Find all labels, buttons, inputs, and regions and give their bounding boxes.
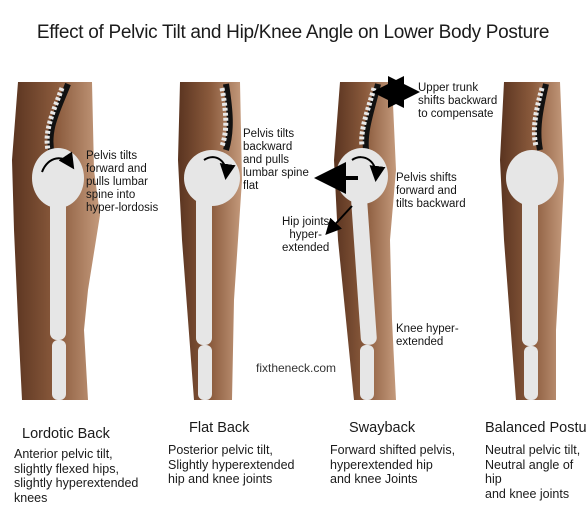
heading-lordotic-back: Lordotic Back xyxy=(22,426,110,442)
annotation-knee: Knee hyper- extended xyxy=(396,323,459,349)
tibia xyxy=(360,345,374,400)
figure-lordotic-back xyxy=(12,82,100,400)
pelvis xyxy=(32,148,84,208)
femur xyxy=(196,195,212,345)
figure-flat-back xyxy=(178,82,242,400)
heading-swayback: Swayback xyxy=(349,420,415,436)
desc-swayback: Forward shifted pelvis, hyperextended hi… xyxy=(330,443,455,487)
desc-balanced-posture: Neutral pelvic tilt, Neutral angle of hi… xyxy=(485,443,586,501)
tibia xyxy=(52,340,66,400)
femur xyxy=(50,200,66,340)
annotation-trunk-shift: Upper trunk shifts backward to compensat… xyxy=(418,82,497,121)
annotation-flat-pelvis: Pelvis tilts backward and pulls lumbar s… xyxy=(243,128,309,193)
desc-flat-back: Posterior pelvic tilt, Slightly hyperext… xyxy=(168,443,294,487)
tibia xyxy=(198,345,212,400)
annotation-sway-pelvis: Pelvis shifts forward and tilts backward xyxy=(396,172,466,211)
annotation-hip-joints: Hip joints hyper- extended xyxy=(282,216,329,255)
annotation-lordotic-pelvis: Pelvis tilts forward and pulls lumbar sp… xyxy=(86,150,158,215)
watermark: fixtheneck.com xyxy=(256,361,336,375)
femur xyxy=(522,196,538,346)
heading-flat-back: Flat Back xyxy=(189,420,249,436)
figure-balanced-posture xyxy=(500,82,564,400)
figure-swayback xyxy=(322,82,412,400)
tibia xyxy=(524,346,538,400)
pelvis xyxy=(184,150,240,206)
heading-balanced-posture: Balanced Posture xyxy=(485,420,586,436)
desc-lordotic-back: Anterior pelvic tilt, slightly flexed hi… xyxy=(14,447,138,505)
